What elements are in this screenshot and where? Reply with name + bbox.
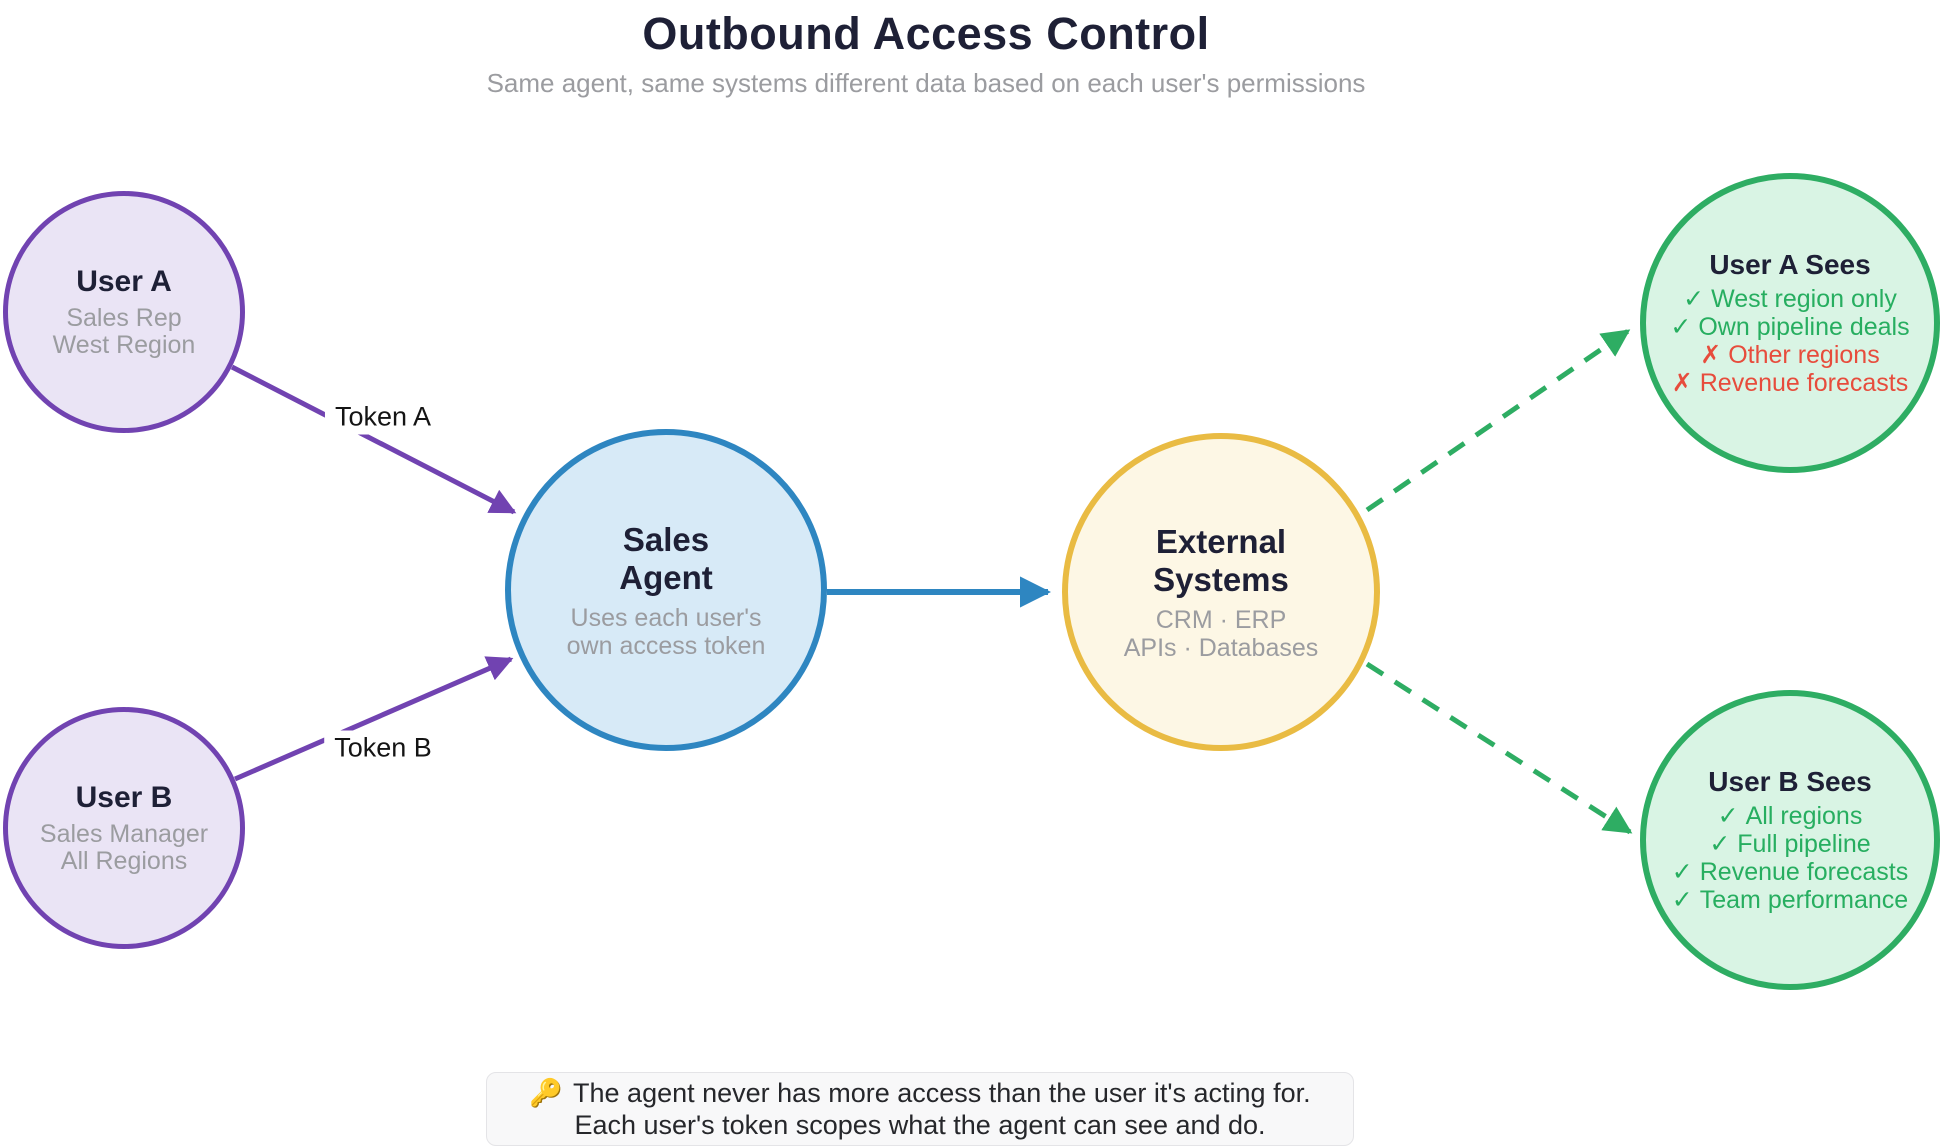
check-icon: ✓ (1671, 886, 1693, 914)
edge-token-a-arrow (230, 364, 517, 515)
user-b-role: Sales Manager (39, 820, 209, 848)
user-a-sees-item-text: Own pipeline deals (1698, 313, 1910, 341)
agent-desc-line1: Uses each user's (570, 603, 762, 632)
user-b-sees-item: ✓Full pipeline (1709, 830, 1870, 858)
user-b-sees-item: ✓Revenue forecasts (1672, 858, 1908, 886)
user-a-sees-item-text: Other regions (1728, 341, 1880, 369)
node-external-systems: External Systems CRM · ERP APIs · Databa… (1062, 433, 1380, 751)
agent-desc-line2: own access token (566, 631, 766, 660)
user-a-role: Sales Rep (66, 304, 182, 332)
user-b-name: User B (75, 781, 173, 814)
user-b-scope: All Regions (60, 847, 188, 875)
check-icon: ✓ (1683, 285, 1705, 313)
cross-icon: ✗ (1700, 341, 1722, 369)
footer-note-line2: Each user's token scopes what the agent … (574, 1110, 1266, 1140)
edge-external-to-user-b-sees-arrow (1365, 661, 1633, 835)
user-b-sees-item-text: Full pipeline (1737, 830, 1871, 858)
check-icon: ✓ (1671, 858, 1693, 886)
user-b-sees-item-text: All regions (1745, 802, 1863, 830)
page-title: Outbound Access Control (642, 8, 1210, 59)
external-desc-line2: APIs · Databases (1123, 633, 1319, 662)
footer-note-line1: 🔑 The agent never has more access than th… (529, 1077, 1310, 1109)
token-b-label: Token B (324, 730, 442, 766)
node-user-a-sees: User A Sees ✓West region only ✓Own pipel… (1640, 173, 1940, 473)
node-user-b-sees: User B Sees ✓All regions ✓Full pipeline … (1640, 690, 1940, 990)
user-b-sees-item: ✓All regions (1718, 802, 1863, 830)
user-a-sees-item: ✗Revenue forecasts (1672, 369, 1908, 397)
agent-name-line1: Sales (622, 520, 710, 558)
page-subtitle: Same agent, same systems different data … (486, 68, 1366, 98)
node-user-a: User A Sales Rep West Region (3, 191, 245, 433)
user-a-sees-item: ✓West region only (1683, 285, 1897, 313)
token-a-label: Token A (324, 399, 442, 435)
user-a-name: User A (76, 265, 172, 298)
edge-token-b-arrow (234, 656, 514, 782)
user-b-sees-item: ✓Team performance (1672, 886, 1908, 914)
user-a-sees-item-text: Revenue forecasts (1699, 369, 1909, 397)
user-a-sees-item-text: West region only (1711, 285, 1897, 313)
node-sales-agent: Sales Agent Uses each user's own access … (505, 429, 827, 751)
node-user-b: User B Sales Manager All Regions (3, 707, 245, 949)
user-a-scope: West Region (52, 331, 196, 359)
user-a-sees-title: User A Sees (1709, 249, 1871, 280)
check-icon: ✓ (1709, 830, 1731, 858)
user-a-sees-item: ✗Other regions (1700, 341, 1879, 369)
agent-name-line2: Agent (619, 558, 713, 596)
cross-icon: ✗ (1671, 369, 1693, 397)
edge-external-to-user-a-sees-arrow (1365, 328, 1631, 513)
external-desc-line1: CRM · ERP (1155, 605, 1287, 634)
footer-note: 🔑 The agent never has more access than th… (486, 1072, 1354, 1146)
user-b-sees-title: User B Sees (1708, 766, 1872, 797)
external-name-line1: External (1155, 522, 1287, 560)
user-b-sees-item-text: Revenue forecasts (1699, 858, 1909, 886)
external-name-line2: Systems (1153, 560, 1289, 598)
footer-note-line1-text: The agent never has more access than the… (573, 1078, 1311, 1108)
user-b-sees-item-text: Team performance (1699, 886, 1909, 914)
key-icon: 🔑 (529, 1078, 564, 1108)
check-icon: ✓ (1670, 313, 1692, 341)
check-icon: ✓ (1717, 802, 1739, 830)
user-a-sees-item: ✓Own pipeline deals (1670, 313, 1909, 341)
